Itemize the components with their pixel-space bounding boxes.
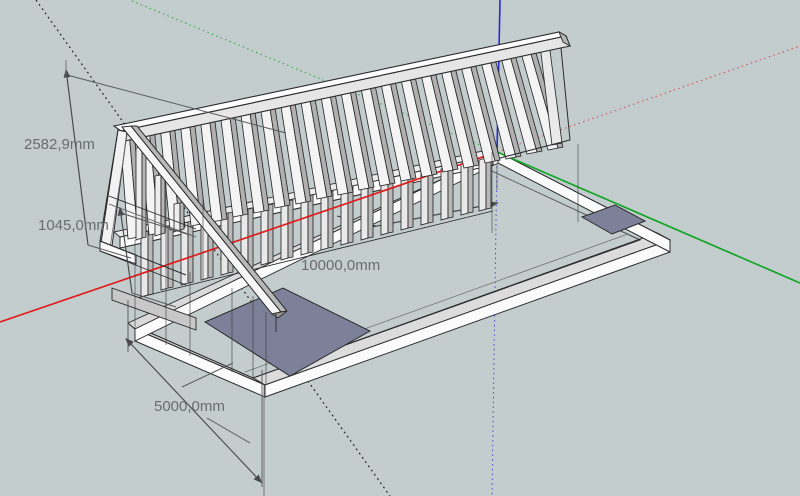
dimension-wall-1045[interactable]: 1045,0mm — [38, 206, 191, 308]
building-model[interactable] — [0, 30, 800, 398]
back-wall-studs — [140, 156, 492, 298]
dim-5000-measure-line — [125, 337, 263, 484]
gable-left-slope-inner — [109, 134, 128, 249]
gable-bottom-edge — [99, 240, 187, 276]
green-y-axis-negative — [128, 0, 498, 153]
dim-2582-leader — [87, 244, 132, 259]
dim-2582-measure-line — [63, 68, 89, 246]
ridge-beam-end-cap — [558, 30, 571, 48]
dim-2582-extension-top — [66, 74, 287, 134]
sill-inner-edge-right-2 — [244, 161, 630, 373]
dimension-width-5000[interactable]: 5000,0mm — [125, 300, 263, 487]
gable-foot-sill — [111, 287, 197, 331]
dim-1045-extension-top — [120, 212, 191, 236]
dimension-height-2582[interactable]: 2582,9mm — [24, 68, 287, 259]
roof-right-gable-edge — [499, 37, 571, 159]
dim-5000-leader-lower — [206, 417, 251, 444]
dim-5000-leader-upper — [181, 362, 234, 388]
model-axes-front — [0, 151, 800, 323]
dim-10000-label: 10000,0mm — [301, 257, 380, 274]
gable-girt — [108, 195, 197, 230]
green-y-axis-positive — [496, 151, 800, 284]
gable-bottom-edge-2 — [99, 250, 187, 286]
left-gable-end[interactable] — [99, 129, 197, 331]
dim-1045-measure-line — [117, 206, 133, 294]
wall-bottom-rail — [127, 210, 494, 301]
dimension-extension-lines — [65, 60, 498, 496]
dim-1045-label: 1045,0mm — [38, 217, 109, 234]
gable-left-slope — [99, 129, 119, 242]
diagonal-brace[interactable] — [121, 125, 288, 319]
dim-2582-label: 2582,9mm — [24, 136, 95, 153]
red-x-axis-positive — [0, 151, 498, 323]
selected-floor-panel-rear[interactable] — [580, 204, 647, 235]
dim-1045-leader — [131, 292, 177, 308]
dim-5000-label: 5000,0mm — [154, 398, 225, 415]
